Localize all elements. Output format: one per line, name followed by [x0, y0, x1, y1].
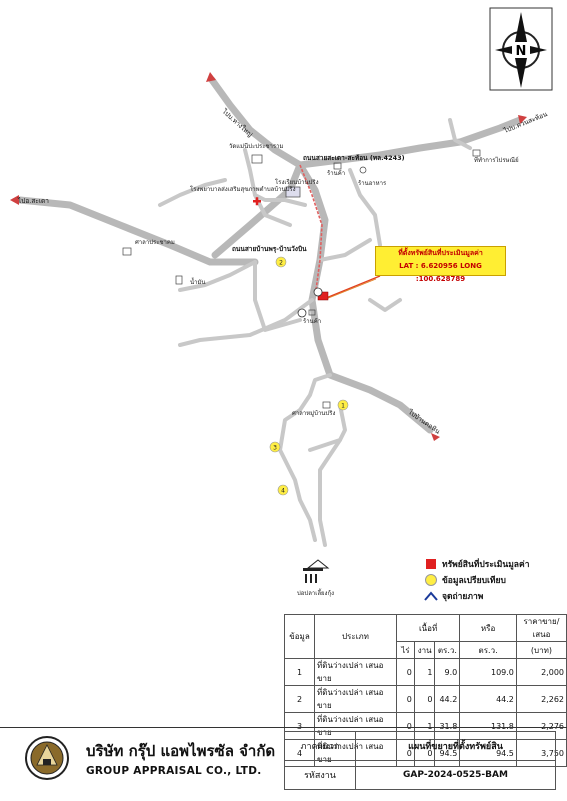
svg-text:ศาลาหมู่บ้านปริง: ศาลาหมู่บ้านปริง	[292, 410, 335, 417]
job-code-label: รหัสงาน	[284, 760, 356, 790]
col-header-or: หรือ	[459, 614, 517, 642]
road-network	[16, 76, 524, 434]
table-row: 2 ที่ดินว่างเปล่า เสนอขาย 0 0 44.2 44.2 …	[284, 685, 567, 713]
svg-text:ถนนสายสะเดา-สะท้อน (ทล.4243): ถนนสายสะเดา-สะท้อน (ทล.4243)	[303, 153, 405, 162]
col-header-baht: (บาท)	[515, 641, 567, 659]
comparable-marker: 1	[337, 399, 349, 411]
legend-item-photo: จุดถ่ายภาพ	[424, 588, 564, 604]
callout-title: ที่ตั้งทรัพย์สินที่ประเมินมูลค่า	[398, 249, 483, 257]
photo-point-icon	[297, 287, 323, 318]
svg-text:1: 1	[341, 403, 345, 410]
job-code-value: GAP-2024-0525-BAM	[355, 760, 556, 790]
company-logo-icon	[25, 736, 69, 780]
col-header-data: ข้อมูล	[284, 614, 315, 659]
col-header-area: เนื้อที่	[395, 614, 461, 642]
legend-item-comparable: ข้อมูลเปรียบเทียบ	[424, 572, 564, 588]
svg-text:น้ำมัน: น้ำมัน	[190, 276, 206, 286]
hospital-icon	[253, 197, 261, 206]
comparable-marker: 3	[269, 441, 281, 453]
footer	[0, 727, 567, 801]
svg-text:ที่ทำการไปรษณีย์: ที่ทำการไปรษณีย์	[474, 156, 519, 164]
svg-text:ร้านค้า: ร้านค้า	[327, 170, 345, 177]
landmark-icons	[122, 149, 481, 409]
photo-point-icon	[424, 590, 438, 602]
svg-text:ร้านค้า: ร้านค้า	[303, 318, 321, 325]
svg-text:ถนนสายบ้านพรุ-บ้านวังบิน: ถนนสายบ้านพรุ-บ้านวังบิน	[232, 244, 307, 253]
svg-text:โรงเรียนบ้านปริง: โรงเรียนบ้านปริง	[275, 178, 319, 186]
table-row: 1 ที่ดินว่างเปล่า เสนอขาย 0 1 9.0 109.0 …	[284, 658, 567, 686]
comparable-table: ข้อมูล ประเภท เนื้อที่ หรือ ราคาขาย/เสนอ…	[284, 614, 567, 767]
col-header-price: ราคาขาย/เสนอ	[515, 614, 567, 642]
col-header-type: ประเภท	[313, 614, 397, 659]
col-header-wa: ตร.ว.	[434, 641, 461, 659]
callout-leader	[325, 275, 381, 299]
table-row: 4 ที่ดินว่างเปล่า เสนอขาย 0 0 94.5 94.5 …	[284, 739, 567, 767]
table-row: 3 ที่ดินว่างเปล่า เสนอขาย 0 1 31.8 131.8…	[284, 712, 567, 740]
svg-text:4: 4	[281, 488, 285, 495]
svg-text:บ่อปลาเลี้ยงกุ้ง: บ่อปลาเลี้ยงกุ้ง	[297, 587, 334, 597]
col-header-rai: ไร่	[395, 641, 415, 659]
minor-roads	[158, 118, 472, 547]
svg-text:ไปอ.สะเดา: ไปอ.สะเดา	[17, 197, 49, 205]
col-header-total-wa: ตร.ว.	[459, 641, 517, 659]
svg-text:N: N	[516, 44, 527, 59]
svg-text:3: 3	[273, 445, 277, 452]
svg-text:ร้านอาหาร: ร้านอาหาร	[358, 180, 387, 187]
legend-item-property: ทรัพย์สินที่ประเมินมูลค่า	[424, 556, 564, 572]
yellow-circle-icon	[424, 574, 438, 586]
svg-text:ไปบ้านคอหิน: ไปบ้านคอหิน	[406, 408, 442, 436]
company-name-en: GROUP APPRAISAL CO., LTD.	[86, 765, 262, 777]
farm-icon	[303, 559, 330, 583]
map-legend: ทรัพย์สินที่ประเมินมูลค่า ข้อมูลเปรียบเท…	[424, 556, 564, 604]
callout-coordinates: LAT : 6.620956 LONG :100.628789	[399, 262, 482, 283]
appendix-value: แผนที่ขยายที่ตั้งทรัพย์สิน	[355, 731, 556, 761]
property-callout: ที่ตั้งทรัพย์สินที่ประเมินมูลค่า LAT : 6…	[375, 246, 506, 283]
svg-text:โรงพยาบาลส่งเสริมสุขภาพตำบลบ้า: โรงพยาบาลส่งเสริมสุขภาพตำบลบ้านปริง	[190, 185, 296, 193]
road-arrows	[10, 72, 527, 441]
north-arrow-icon: N	[489, 7, 553, 91]
access-route	[299, 164, 323, 291]
svg-text:วัดแม่นีปะประชาราม: วัดแม่นีปะประชาราม	[229, 142, 284, 150]
svg-text:ศาลาประชาคม: ศาลาประชาคม	[135, 239, 175, 246]
appendix-label: ภาคผนวก	[284, 731, 356, 761]
location-map: 1 2 3 4 ถนนสายสะเดา-สะท้อน (ทล.4243) ถนน…	[10, 7, 553, 597]
comparable-marker: 4	[277, 484, 289, 496]
comparable-marker: 2	[275, 256, 287, 268]
col-header-ngan: งาน	[413, 641, 436, 659]
company-name-th: บริษัท กรุ๊ป แอพไพรซัล จำกัด	[86, 742, 276, 760]
svg-text:2: 2	[279, 260, 283, 267]
red-square-icon	[424, 558, 438, 570]
